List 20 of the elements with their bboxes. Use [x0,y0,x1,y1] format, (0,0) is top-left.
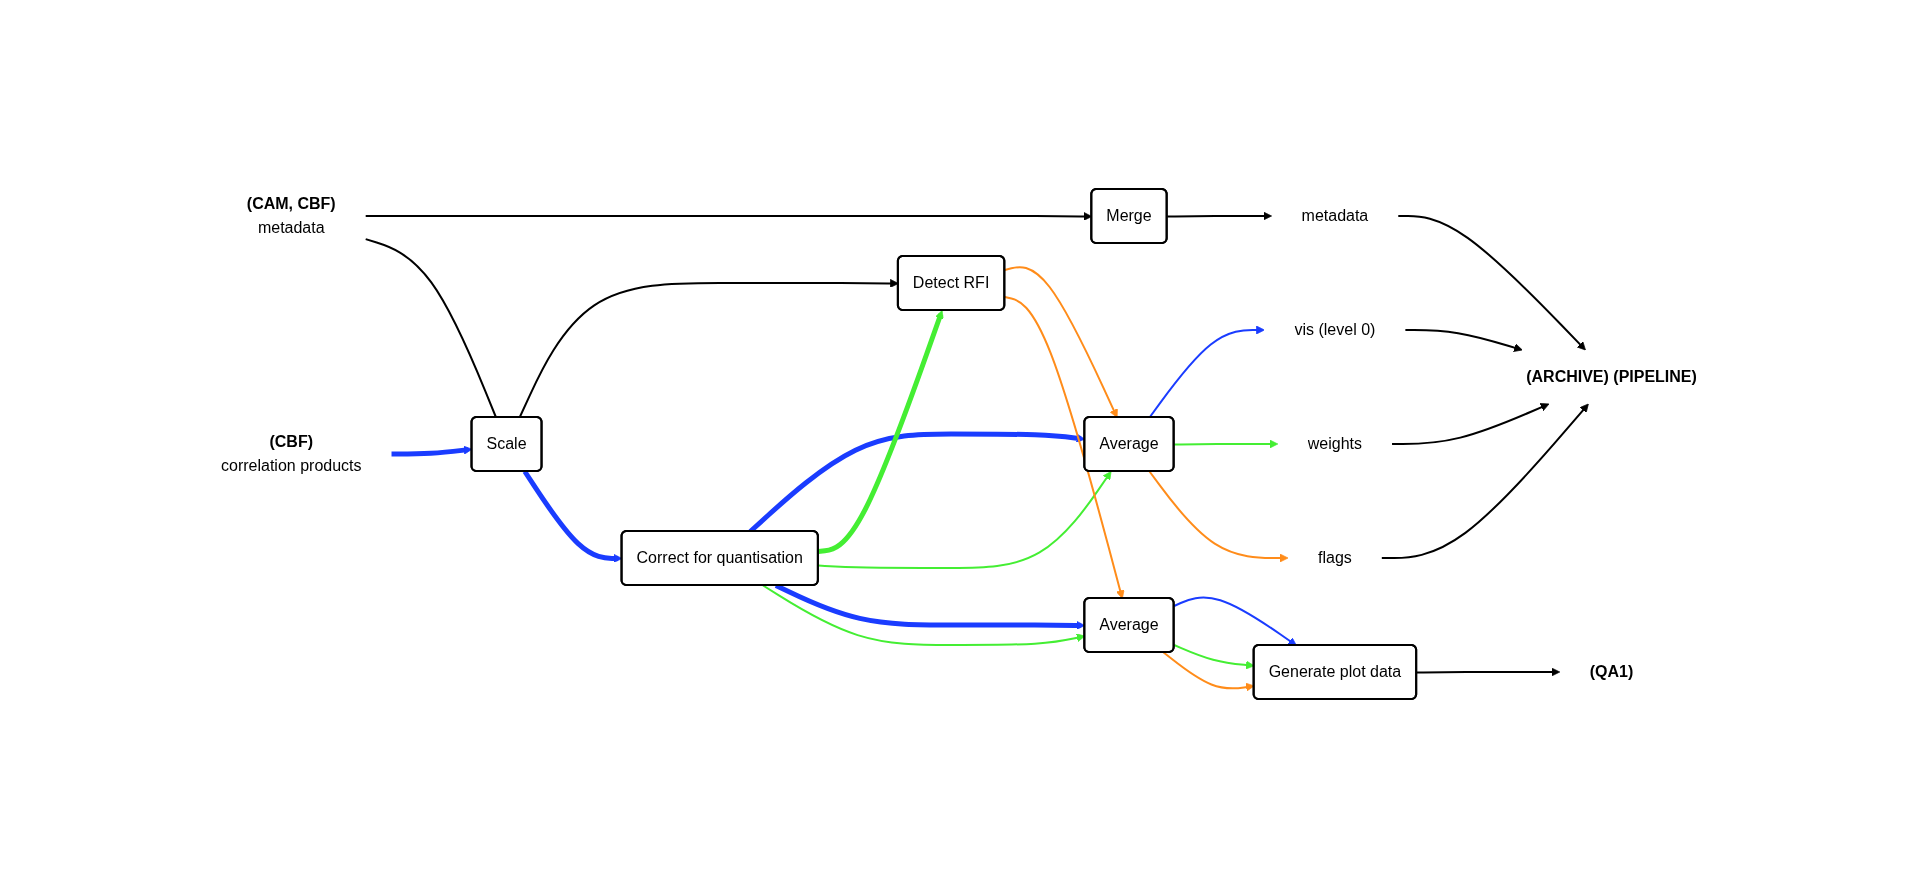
node-text: (CBF) correlation products [221,433,362,474]
arrow [1148,470,1289,563]
node-text: flags [1318,549,1352,566]
arrow [818,310,944,554]
arrow [1166,211,1272,221]
node-text: vis (level 0) [1294,321,1376,338]
node-text: (ARCHIVE) (PIPELINE) [1526,368,1697,385]
node-text: (QA1) [1589,663,1634,680]
arrow [1391,403,1550,445]
arrow [817,471,1112,569]
arrow [1148,325,1265,419]
arrow [1173,439,1279,449]
node-text: weights [1307,435,1363,452]
node-text: (CAM, CBF) metadata [246,195,336,236]
arrow [1380,403,1589,559]
arrow [1397,215,1586,351]
node-text: metadata [1301,207,1369,224]
arrow [1404,329,1523,352]
arrow [1173,596,1297,646]
connector [364,238,498,419]
